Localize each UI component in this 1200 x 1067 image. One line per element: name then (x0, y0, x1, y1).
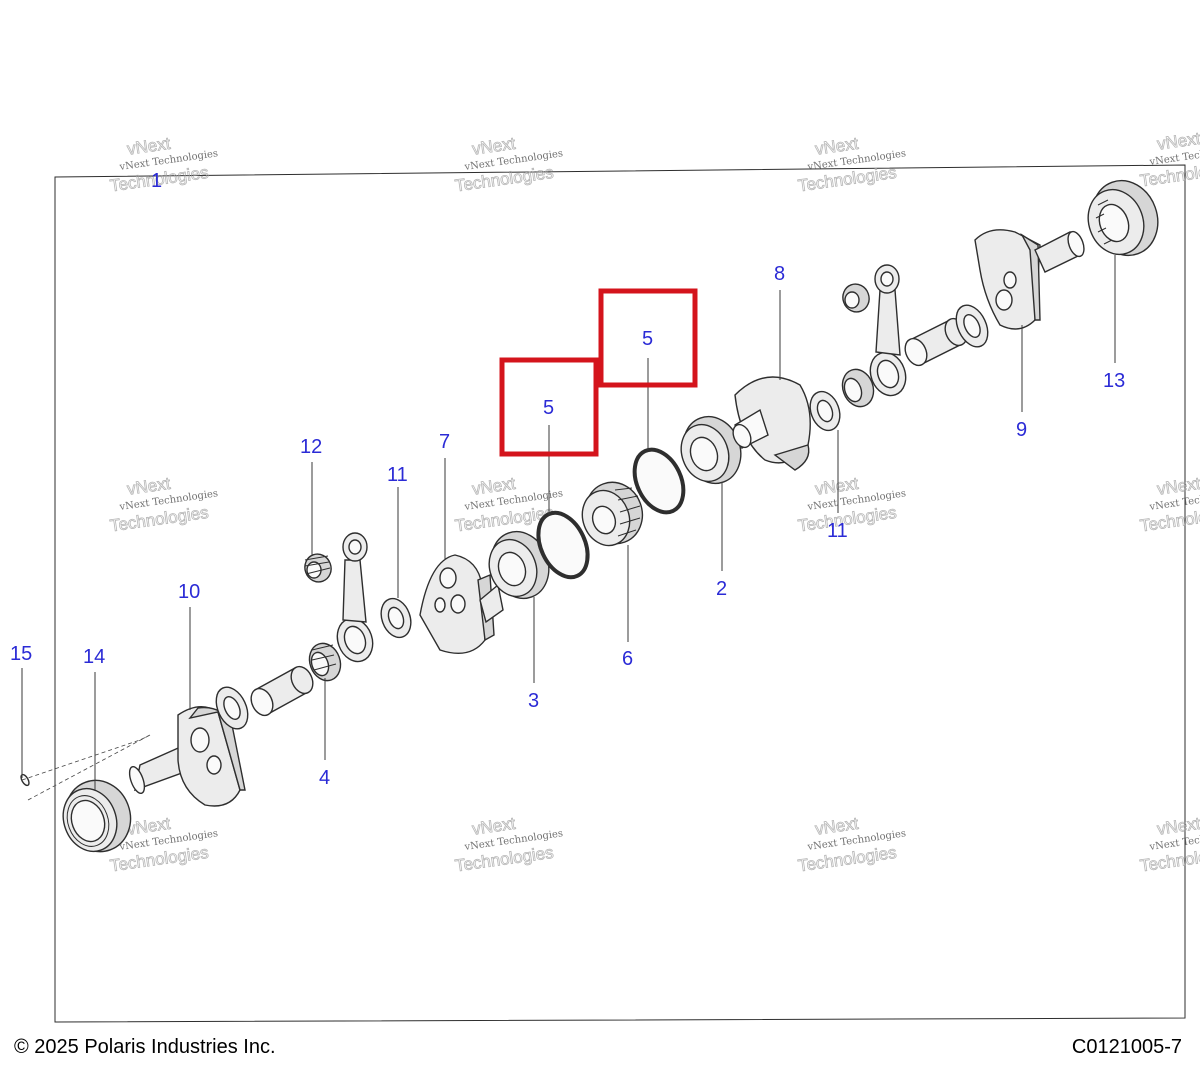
needle-bearing-small-right (842, 283, 870, 313)
callout-4[interactable]: 4 (319, 767, 330, 789)
part-3-bearing (488, 530, 550, 600)
watermark: vNext vNext Technologies Technologies (796, 813, 906, 875)
part-5-circlip-right (632, 447, 686, 515)
watermark: vNext vNext Technologies Technologies (1138, 128, 1200, 190)
callout-10[interactable]: 10 (178, 581, 200, 603)
needle-bearing-right (841, 368, 875, 408)
watermark: vNext vNext Technologies Technologies (1138, 473, 1200, 535)
callout-8[interactable]: 8 (774, 263, 785, 285)
part-11-washer-right (809, 390, 841, 432)
callout-1[interactable]: 1 (151, 170, 162, 192)
copyright-text: © 2025 Polaris Industries Inc. (14, 1036, 276, 1058)
callout-3[interactable]: 3 (528, 690, 539, 712)
part-11-washer (380, 597, 412, 639)
thrust-washer (215, 686, 249, 730)
watermark: vNext vNext Technologies Technologies (108, 473, 218, 535)
diagram-code: C0121005-7 (1071, 1036, 1182, 1058)
connecting-rod-left (336, 532, 374, 663)
highlight-box-5-left[interactable] (499, 357, 599, 457)
part-2-bearing (680, 415, 742, 485)
watermark: vNext vNext Technologies Technologies (1138, 813, 1200, 875)
connecting-rod-right (869, 264, 907, 397)
watermark: vNext vNext Technologies Technologies (796, 133, 906, 195)
part-8-crank-half (732, 376, 811, 471)
callout-6[interactable]: 6 (622, 648, 633, 670)
part-7-crank-web (419, 554, 504, 654)
thrust-washer-right (955, 304, 989, 348)
watermark: vNext vNext Technologies Technologies (453, 813, 563, 875)
callout-7[interactable]: 7 (439, 431, 450, 453)
watermark: vNext vNext Technologies Technologies (108, 133, 218, 195)
callout-15[interactable]: 15 (10, 643, 32, 665)
callout-11-right[interactable]: 11 (827, 520, 848, 542)
part-14-bearing (62, 779, 132, 853)
callout-2[interactable]: 2 (716, 578, 727, 600)
dashed-centerline (27, 734, 151, 801)
watermark: vNext vNext Technologies Technologies (796, 473, 906, 535)
part-6-gear (581, 481, 644, 547)
callout-12[interactable]: 12 (300, 436, 322, 458)
callout-5-right[interactable]: 5 (642, 328, 653, 350)
part-13-roller-bearing (1087, 179, 1159, 257)
part-9-crank-half (974, 229, 1085, 330)
diagram-frame (54, 164, 1186, 1023)
highlight-box-5-right[interactable] (598, 288, 698, 388)
crank-pin (250, 665, 314, 717)
callout-14[interactable]: 14 (83, 646, 105, 668)
callout-5-left[interactable]: 5 (543, 397, 554, 419)
callout-13[interactable]: 13 (1103, 370, 1125, 392)
watermark: vNext vNext Technologies Technologies (453, 133, 563, 195)
part-12-needle-bearing (304, 553, 332, 583)
callout-11-left[interactable]: 11 (387, 464, 408, 486)
part-4-needle-bearing (308, 642, 342, 682)
part-15-key (20, 773, 30, 787)
part-10-crank-half (128, 706, 246, 807)
callout-9[interactable]: 9 (1016, 419, 1027, 441)
